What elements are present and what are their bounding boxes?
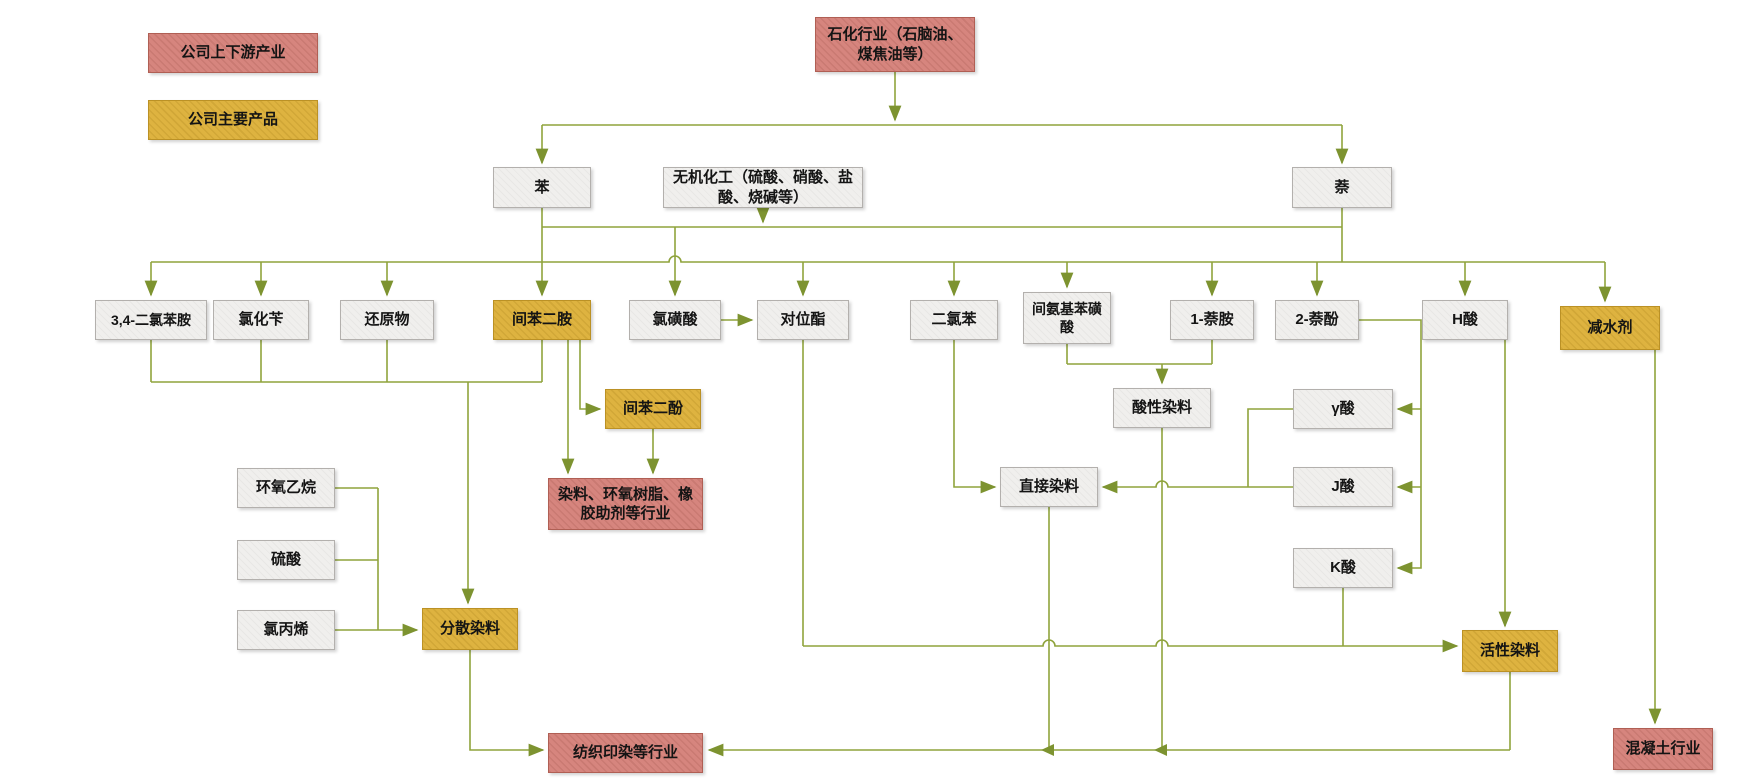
- node-benzyl-chloride: 氯化苄: [213, 300, 309, 340]
- node-h-acid: H酸: [1422, 300, 1508, 340]
- node-petrochemical-industry: 石化行业（石脑油、煤焦油等）: [815, 17, 975, 72]
- legend-upstream-downstream-industry: 公司上下游产业: [148, 33, 318, 73]
- node-disperse-dye: 分散染料: [422, 608, 518, 650]
- node-inorganic-chemicals: 无机化工（硫酸、硝酸、盐酸、烧碱等）: [663, 167, 863, 208]
- node-benzene: 苯: [493, 167, 591, 208]
- node-sulfuric-acid: 硫酸: [237, 540, 335, 580]
- node-direct-dye: 直接染料: [1000, 467, 1098, 507]
- node-para-ester: 对位酯: [757, 300, 849, 340]
- node-chlorosulfonic-acid: 氯磺酸: [629, 300, 721, 340]
- node-2-naphthol: 2-萘酚: [1275, 300, 1359, 340]
- node-reactive-dye: 活性染料: [1462, 630, 1558, 672]
- node-gamma-acid: γ酸: [1293, 389, 1393, 429]
- node-concrete-industry: 混凝土行业: [1613, 728, 1713, 770]
- node-dye-epoxy-rubber-industry: 染料、环氧树脂、橡胶助剂等行业: [548, 478, 703, 530]
- node-acid-dye: 酸性染料: [1113, 388, 1211, 428]
- node-dichloroaniline: 3,4-二氯苯胺: [95, 300, 207, 340]
- node-k-acid: K酸: [1293, 548, 1393, 588]
- legend-main-products: 公司主要产品: [148, 100, 318, 140]
- node-naphthalene: 萘: [1292, 167, 1392, 208]
- node-resorcinol: 间苯二酚: [605, 389, 701, 429]
- node-water-reducer: 减水剂: [1560, 306, 1660, 350]
- node-ethylene-oxide: 环氧乙烷: [237, 468, 335, 508]
- node-1-naphthylamine: 1-萘胺: [1170, 300, 1254, 340]
- node-reduction-products: 还原物: [340, 300, 434, 340]
- node-j-acid: J酸: [1293, 467, 1393, 507]
- node-dichlorobenzene: 二氯苯: [910, 300, 998, 340]
- node-metanilic-acid: 间氨基苯磺酸: [1023, 292, 1111, 344]
- node-allyl-chloride: 氯丙烯: [237, 610, 335, 650]
- node-textile-printing-industry: 纺织印染等行业: [548, 733, 703, 773]
- node-m-phenylenediamine: 间苯二胺: [493, 300, 591, 340]
